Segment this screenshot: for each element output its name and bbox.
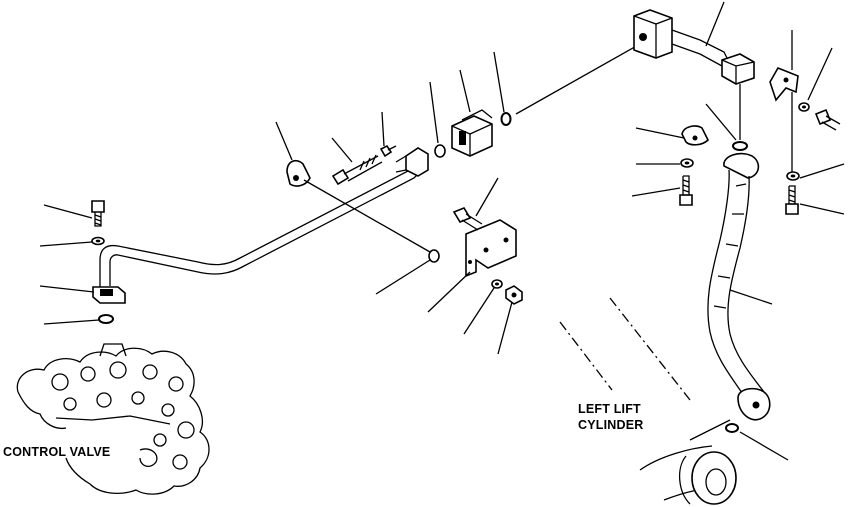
o-ring-cylinder: [725, 423, 739, 433]
bolt-right-b: [785, 185, 799, 215]
bracket-center: [465, 219, 517, 278]
control-valve-label: CONTROL VALVE: [3, 445, 110, 459]
left-lift-cylinder-label-2: CYLINDER: [578, 418, 644, 432]
bracket-right: [769, 66, 799, 102]
nut-center: [505, 285, 523, 305]
control-valve: [16, 343, 210, 495]
bolt-right-top: [814, 108, 841, 131]
leader-lines: [39, 1, 845, 461]
clamp-to-washer-line: [303, 179, 431, 253]
long-bolt: [331, 154, 383, 186]
hose: [707, 152, 771, 421]
center-to-block-line: [515, 43, 641, 115]
clamp-right: [681, 125, 709, 146]
split-flange: [451, 109, 493, 157]
washer-center: [428, 249, 440, 263]
o-ring-upper: [500, 112, 512, 126]
small-bolt: [379, 144, 397, 158]
o-ring-valve: [98, 314, 114, 324]
tee-block: [721, 53, 755, 85]
top-block: [633, 9, 731, 67]
left-tube: [92, 147, 429, 304]
left-lift-cylinder: [559, 297, 737, 505]
bolt-left: [91, 200, 105, 227]
o-ring-center: [434, 144, 446, 158]
left-lift-cylinder-label-1: LEFT LIFT: [578, 402, 641, 416]
bolt-right-a: [679, 175, 693, 206]
bolt-center: [452, 207, 483, 231]
clamp: [286, 159, 311, 187]
o-ring-hose-top: [732, 141, 748, 151]
